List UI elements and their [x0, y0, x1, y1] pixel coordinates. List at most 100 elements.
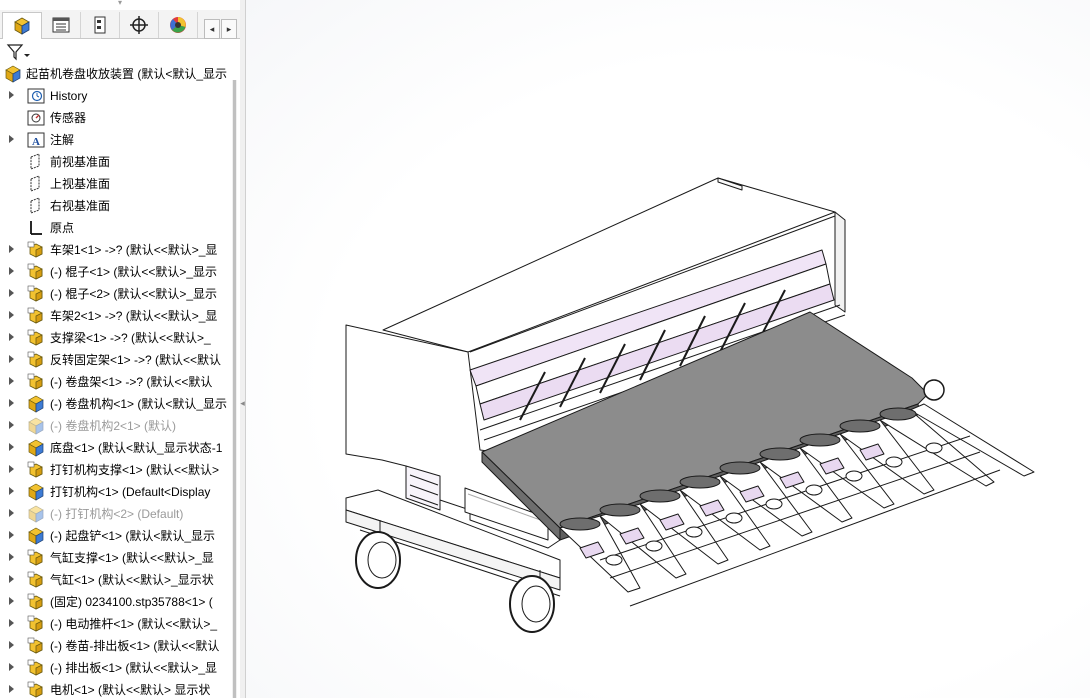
- tree-item-label: 上视基准面: [50, 177, 111, 191]
- tree-item[interactable]: (固定) 0234100.stp35788<1> (: [0, 591, 232, 613]
- tree-item-label: 注解: [50, 133, 75, 147]
- expand-caret-icon[interactable]: [9, 355, 14, 363]
- tree-item[interactable]: (-) 卷盘机构2<1> (默认): [0, 415, 232, 437]
- tree-item[interactable]: 前视基准面: [0, 151, 232, 173]
- tree-item-label: (-) 卷盘机构<1> (默认<默认_显示: [50, 397, 228, 411]
- expand-caret-icon[interactable]: [9, 377, 14, 385]
- expand-caret-icon[interactable]: [9, 311, 14, 319]
- expand-caret-icon[interactable]: [9, 333, 14, 341]
- featuremanager-tab[interactable]: [2, 12, 42, 39]
- tree-item-label: (-) 起盘铲<1> (默认<默认_显示: [50, 529, 216, 543]
- part-icon: [27, 637, 46, 655]
- part-icon: [27, 263, 46, 281]
- dimxpert-tab[interactable]: [120, 12, 159, 38]
- expand-caret-icon[interactable]: [9, 465, 14, 473]
- tree-root-item[interactable]: 起苗机卷盘收放装置 (默认<默认_显示: [0, 63, 232, 85]
- propertymanager-tab[interactable]: [42, 12, 81, 38]
- expand-caret-icon[interactable]: [9, 509, 14, 517]
- part-icon: [27, 351, 46, 369]
- expand-caret-icon[interactable]: [9, 443, 14, 451]
- scrollbar-thumb[interactable]: [233, 80, 236, 698]
- tree-item[interactable]: 支撑梁<1> ->? (默认<<默认>_: [0, 327, 232, 349]
- part-icon: [27, 241, 46, 259]
- left-side-panel: [345, 324, 561, 549]
- splitter-grip-icon[interactable]: ◂: [240, 398, 245, 408]
- tree-item[interactable]: (-) 起盘铲<1> (默认<默认_显示: [0, 525, 232, 547]
- filter-button[interactable]: [6, 42, 32, 62]
- tree-item-label: 起苗机卷盘收放装置 (默认<默认_显示: [26, 67, 228, 81]
- tree-item-label: (-) 卷盘机构2<1> (默认): [50, 419, 177, 433]
- expand-caret-icon[interactable]: [9, 289, 14, 297]
- tree-item[interactable]: 气缸<1> (默认<<默认>_显示状: [0, 569, 232, 591]
- tree-item[interactable]: History: [0, 85, 232, 107]
- expand-caret-icon[interactable]: [9, 91, 14, 99]
- appearance-tab[interactable]: [159, 12, 198, 38]
- tree-item[interactable]: (-) 电动推杆<1> (默认<<默认>_: [0, 613, 232, 635]
- tree-item[interactable]: 底盘<1> (默认<默认_显示状态-1: [0, 437, 232, 459]
- tree-item[interactable]: 反转固定架<1> ->? (默认<<默认: [0, 349, 232, 371]
- back-box: [382, 177, 846, 441]
- tree-scrollbar[interactable]: [232, 80, 237, 698]
- tree-item[interactable]: 右视基准面: [0, 195, 232, 217]
- collapse-arrow-icon[interactable]: ▾: [117, 0, 122, 7]
- expand-caret-icon[interactable]: [9, 135, 14, 143]
- tree-item[interactable]: 车架1<1> ->? (默认<<默认>_显: [0, 239, 232, 261]
- tree-item[interactable]: 原点: [0, 217, 232, 239]
- tree-item[interactable]: (-) 排出板<1> (默认<<默认>_显: [0, 657, 232, 679]
- tree-item[interactable]: A 注解: [0, 129, 232, 151]
- tree-item[interactable]: 打钉机构支撑<1> (默认<<默认>: [0, 459, 232, 481]
- tree-item[interactable]: 电机<1> (默认<<默认> 显示状: [0, 679, 232, 698]
- tree-item-label: 气缸支撑<1> (默认<<默认>_显: [50, 551, 214, 565]
- part-icon: [27, 593, 46, 611]
- tree-item[interactable]: (-) 卷苗-排出板<1> (默认<<默认: [0, 635, 232, 657]
- expand-caret-icon[interactable]: [9, 663, 14, 671]
- subassembly-icon: [27, 505, 46, 523]
- tree-item-label: 底盘<1> (默认<默认_显示状态-1: [50, 441, 223, 455]
- expand-caret-icon[interactable]: [9, 487, 14, 495]
- expand-caret-icon[interactable]: [9, 553, 14, 561]
- tree-item-label: (-) 电动推杆<1> (默认<<默认>_: [50, 617, 218, 631]
- tree-item-label: 支撑梁<1> ->? (默认<<默认>_: [50, 331, 211, 345]
- tree-item[interactable]: (-) 卷盘机构<1> (默认<默认_显示: [0, 393, 232, 415]
- tree-item[interactable]: (-) 棍子<2> (默认<<默认>_显示: [0, 283, 232, 305]
- tree-item[interactable]: 打钉机构<1> (Default<Display: [0, 481, 232, 503]
- expand-caret-icon[interactable]: [9, 267, 14, 275]
- tree-item-label: (-) 棍子<2> (默认<<默认>_显示: [50, 287, 218, 301]
- tree-item-label: 气缸<1> (默认<<默认>_显示状: [50, 573, 214, 587]
- annotation-icon: A: [27, 131, 46, 149]
- tree-item-label: (-) 打钉机构<2> (Default): [50, 507, 184, 521]
- expand-caret-icon[interactable]: [9, 597, 14, 605]
- tree-item[interactable]: (-) 打钉机构<2> (Default): [0, 503, 232, 525]
- expand-caret-icon[interactable]: [9, 575, 14, 583]
- property-list-icon: [52, 17, 70, 33]
- feature-manager-panel: ▾: [0, 0, 241, 698]
- subassembly-icon: [27, 439, 46, 457]
- tree-item[interactable]: 上视基准面: [0, 173, 232, 195]
- cross-rods: [599, 435, 1001, 607]
- expand-caret-icon[interactable]: [9, 685, 14, 693]
- tree-item[interactable]: 传感器: [0, 107, 232, 129]
- expand-caret-icon[interactable]: [9, 245, 14, 253]
- expand-caret-icon[interactable]: [9, 399, 14, 407]
- expand-caret-icon[interactable]: [9, 641, 14, 649]
- expand-caret-icon[interactable]: [9, 531, 14, 539]
- part-icon: [27, 615, 46, 633]
- part-icon: [27, 285, 46, 303]
- tree-item[interactable]: (-) 卷盘架<1> ->? (默认<<默认: [0, 371, 232, 393]
- configuration-icon: [94, 16, 106, 34]
- panel-splitter[interactable]: ◂: [240, 0, 246, 698]
- origin-icon: [27, 219, 46, 237]
- expand-caret-icon[interactable]: [9, 421, 14, 429]
- tree-item-label: History: [50, 89, 88, 103]
- tree-item-label: (-) 卷苗-排出板<1> (默认<<默认: [50, 639, 220, 653]
- tree-item[interactable]: 气缸支撑<1> (默认<<默认>_显: [0, 547, 232, 569]
- tabs-scroll-right-button[interactable]: ▸: [221, 19, 237, 39]
- tree-item[interactable]: 车架2<1> ->? (默认<<默认>_显: [0, 305, 232, 327]
- configurationmanager-tab[interactable]: [81, 12, 120, 38]
- tree-item[interactable]: (-) 棍子<1> (默认<<默认>_显示: [0, 261, 232, 283]
- tree-item-label: 电机<1> (默认<<默认> 显示状: [50, 683, 211, 697]
- graphics-viewport[interactable]: [246, 0, 1090, 698]
- expand-caret-icon[interactable]: [9, 619, 14, 627]
- tree-item-label: (-) 排出板<1> (默认<<默认>_显: [50, 661, 218, 675]
- tabs-scroll-left-button[interactable]: ◂: [204, 19, 220, 39]
